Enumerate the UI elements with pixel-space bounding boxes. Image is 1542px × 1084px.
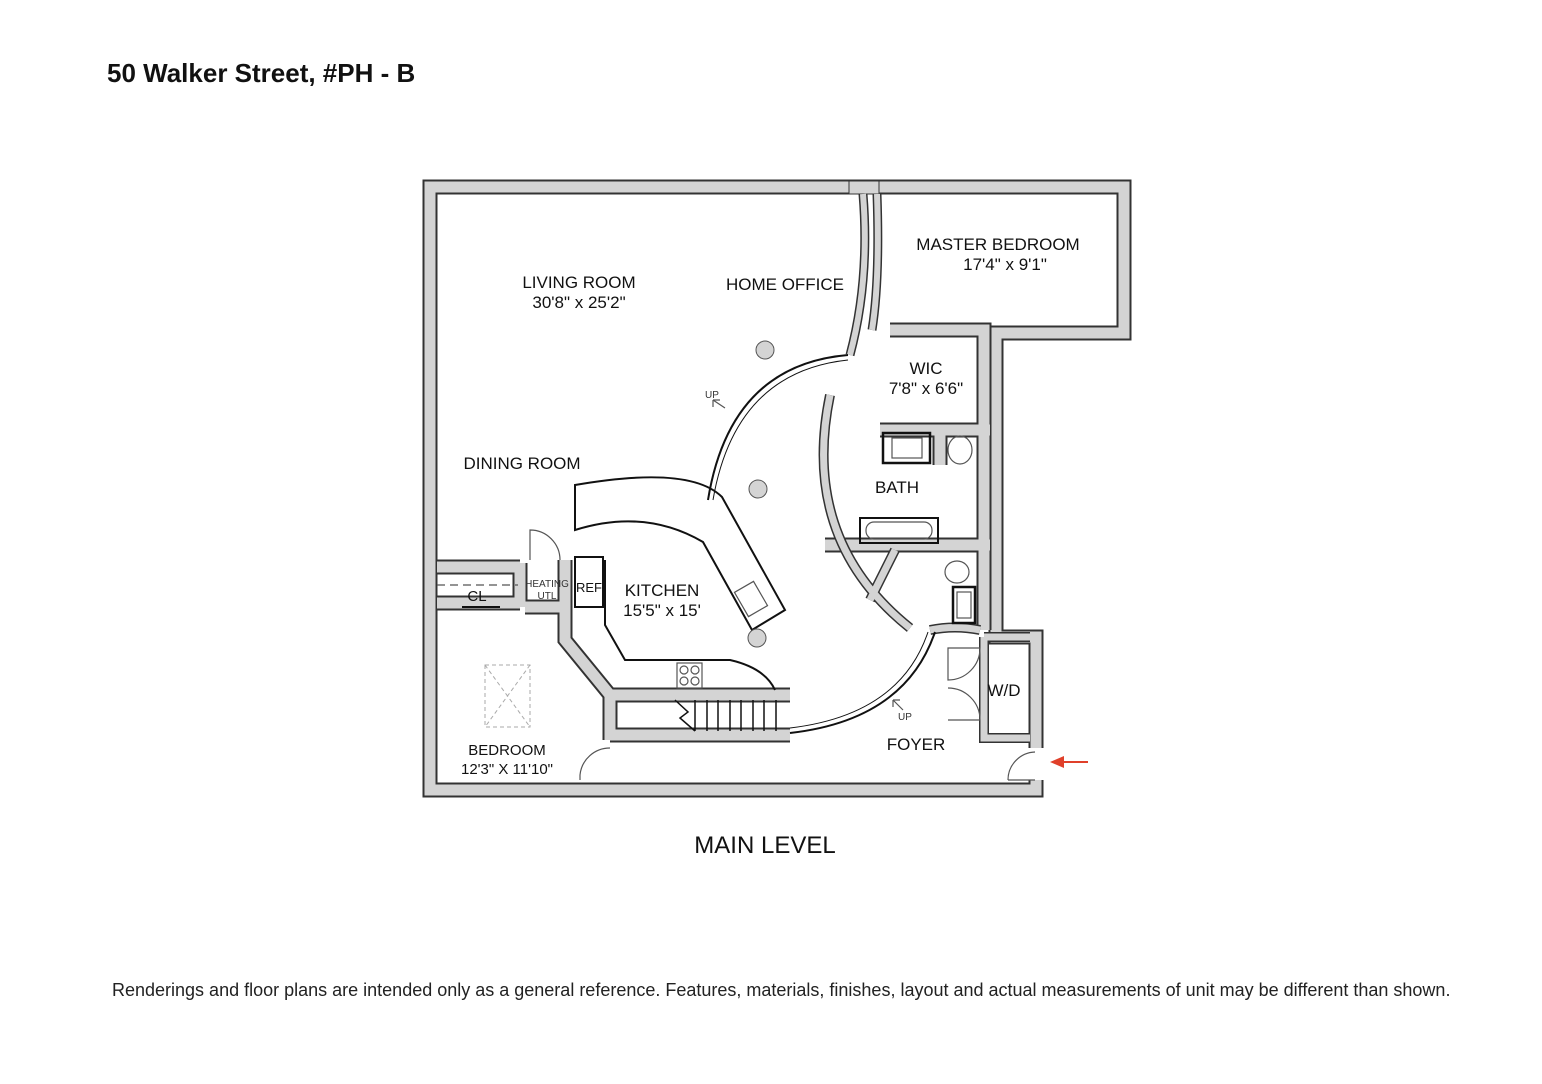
bedroom-size: 12'3" X 11'10" [461, 761, 553, 778]
curved-railings [707, 354, 936, 734]
bath-fixtures [859, 431, 977, 625]
stair-up-label: UP [898, 712, 912, 723]
wd-label: W/D [987, 681, 1020, 700]
kitchen-size: 15'5" x 15' [623, 601, 701, 620]
foyer-label: FOYER [887, 735, 946, 754]
utl-label: UTL [538, 591, 557, 602]
level-label: MAIN LEVEL [694, 832, 835, 859]
staircase[interactable] [674, 699, 777, 732]
wic-label: WIC [909, 359, 942, 378]
disclaimer-text: Renderings and floor plans are intended … [112, 980, 1451, 1000]
bath-label: BATH [875, 478, 919, 497]
kitchen-island [574, 476, 787, 632]
up-arrow-icon [892, 699, 904, 711]
master-bedroom-size: 17'4" x 9'1" [963, 255, 1047, 274]
columns [747, 340, 775, 648]
ref-label: REF [576, 580, 602, 595]
closet-label: CL [467, 588, 486, 605]
interior-walls [437, 193, 1030, 743]
doors[interactable] [462, 529, 1036, 781]
wic-size: 7'8" x 6'6" [889, 379, 963, 398]
bedroom-label: BEDROOM [468, 742, 546, 759]
living-room-label: LIVING ROOM [522, 273, 635, 292]
kitchen-label: KITCHEN [625, 581, 700, 600]
skylight [484, 664, 531, 728]
home-office-label: HOME OFFICE [726, 275, 844, 294]
master-bedroom-label: MASTER BEDROOM [916, 235, 1079, 254]
dining-room-label: DINING ROOM [463, 454, 580, 473]
living-room-size: 30'8" x 25'2" [532, 293, 625, 312]
kitchen-counter [574, 556, 776, 691]
stair-up-label: UP [705, 390, 719, 401]
entry-arrow-icon [1050, 756, 1088, 768]
page-title: 50 Walker Street, #PH - B [107, 58, 416, 88]
up-arrow-icon [712, 399, 726, 409]
heating-label: HEATING [525, 579, 569, 590]
